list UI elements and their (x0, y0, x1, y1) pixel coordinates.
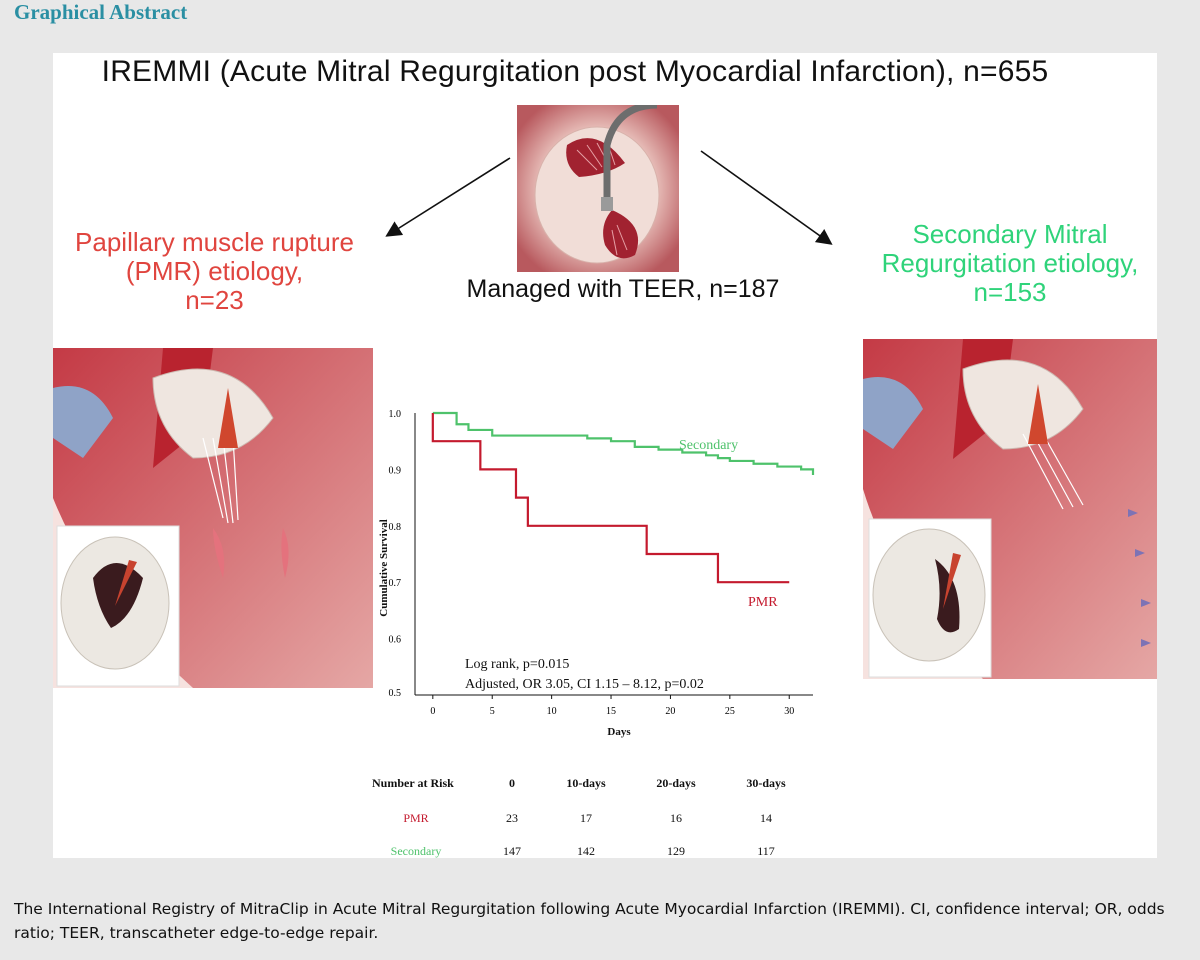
secondary-etiology-line-2: Regurgitation etiology, (881, 248, 1139, 278)
risk-row-secondary-30: 117 (757, 844, 775, 858)
risk-row-pmr-10: 17 (580, 811, 592, 825)
y-axis-label: Cumulative Survival (378, 519, 390, 616)
annotation-adjusted: Adjusted, OR 3.05, CI 1.15 – 8.12, p=0.0… (465, 677, 704, 692)
mitraclip-valve-illustration (517, 105, 679, 272)
risk-row-secondary-20: 129 (667, 844, 685, 858)
risk-row-secondary-0: 147 (503, 844, 521, 858)
chart-axes (414, 413, 813, 696)
y-tick-label: 0.8 (389, 522, 402, 533)
legend-pmr: PMR (748, 595, 778, 610)
secondary-heart-illustration (863, 339, 1157, 679)
x-tick-label: 15 (606, 706, 616, 717)
series-line-pmr (431, 413, 790, 584)
risk-row-pmr-30: 14 (760, 811, 772, 825)
main-title: IREMMI (Acute Mitral Regurgitation post … (101, 55, 1049, 88)
secondary-etiology-label: Secondary Mitral Regurgitation etiology,… (863, 220, 1157, 307)
risk-table: Number at Risk 0 10-days 20-days 30-days… (372, 776, 786, 858)
x-tick-label: 5 (490, 706, 495, 717)
survival-chart: 0.5 0.6 0.7 0.8 0.9 1.0 0 5 10 15 20 25 30 Secondary… (378, 409, 815, 738)
annotation-log-rank: Log rank, p=0.015 (465, 657, 569, 672)
x-tick-label: 30 (784, 706, 794, 717)
figure-caption: The International Registry of MitraClip … (14, 900, 1165, 942)
x-tick-label: 0 (430, 706, 435, 717)
arrow-to-secondary (700, 150, 833, 245)
risk-table-header-30: 30-days (746, 776, 786, 790)
graphical-abstract-heading: Graphical Abstract (14, 0, 188, 24)
abstract-panel: IREMMI (Acute Mitral Regurgitation post … (53, 53, 1157, 858)
pmr-etiology-line-3: n=23 (185, 285, 244, 315)
risk-row-secondary-10: 142 (577, 844, 595, 858)
x-tick-label: 25 (725, 706, 735, 717)
pmr-etiology-line-1: Papillary muscle rupture (75, 227, 354, 257)
branch-arrows (385, 150, 833, 245)
pmr-heart-illustration (53, 348, 373, 688)
risk-row-pmr-20: 16 (670, 811, 682, 825)
risk-table-header-20: 20-days (656, 776, 696, 790)
risk-row-pmr-label: PMR (403, 811, 428, 825)
risk-table-header-0: 0 (509, 776, 515, 790)
x-tick-label: 10 (547, 706, 557, 717)
pmr-etiology-line-2: (PMR) etiology, (125, 256, 304, 286)
y-tick-label: 1.0 (389, 409, 402, 420)
risk-row-secondary-label: Secondary (391, 844, 442, 858)
arrow-to-pmr (385, 157, 511, 237)
secondary-etiology-line-3: n=153 (973, 277, 1047, 307)
y-tick-label: 0.7 (389, 578, 402, 589)
risk-table-header-label: Number at Risk (372, 776, 454, 790)
y-tick-label: 0.9 (389, 465, 402, 476)
risk-table-header-10: 10-days (566, 776, 606, 790)
y-tick-label: 0.5 (389, 688, 402, 699)
y-tick-label: 0.6 (389, 635, 402, 646)
teer-label: Managed with TEER, n=187 (466, 275, 780, 303)
x-tick-label: 20 (665, 706, 675, 717)
pmr-etiology-label: Papillary muscle rupture (PMR) etiology,… (53, 228, 376, 315)
x-axis-label: Days (607, 726, 631, 738)
risk-row-pmr-0: 23 (506, 811, 518, 825)
secondary-etiology-line-1: Secondary Mitral (912, 219, 1108, 249)
legend-secondary: Secondary (679, 438, 738, 453)
series-line-secondary (432, 411, 815, 476)
